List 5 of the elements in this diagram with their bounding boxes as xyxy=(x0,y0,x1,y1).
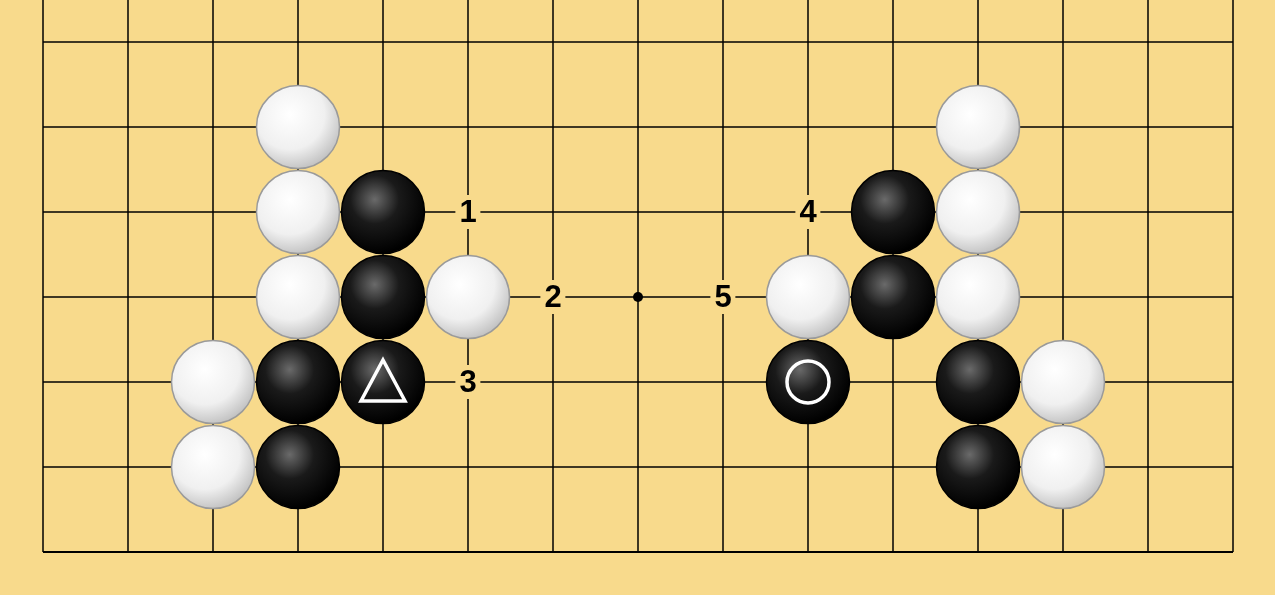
move-number: 2 xyxy=(540,280,566,314)
move-number: 4 xyxy=(795,195,821,229)
move-number: 1 xyxy=(455,195,481,229)
move-number: 3 xyxy=(455,365,481,399)
move-number: 5 xyxy=(710,280,736,314)
